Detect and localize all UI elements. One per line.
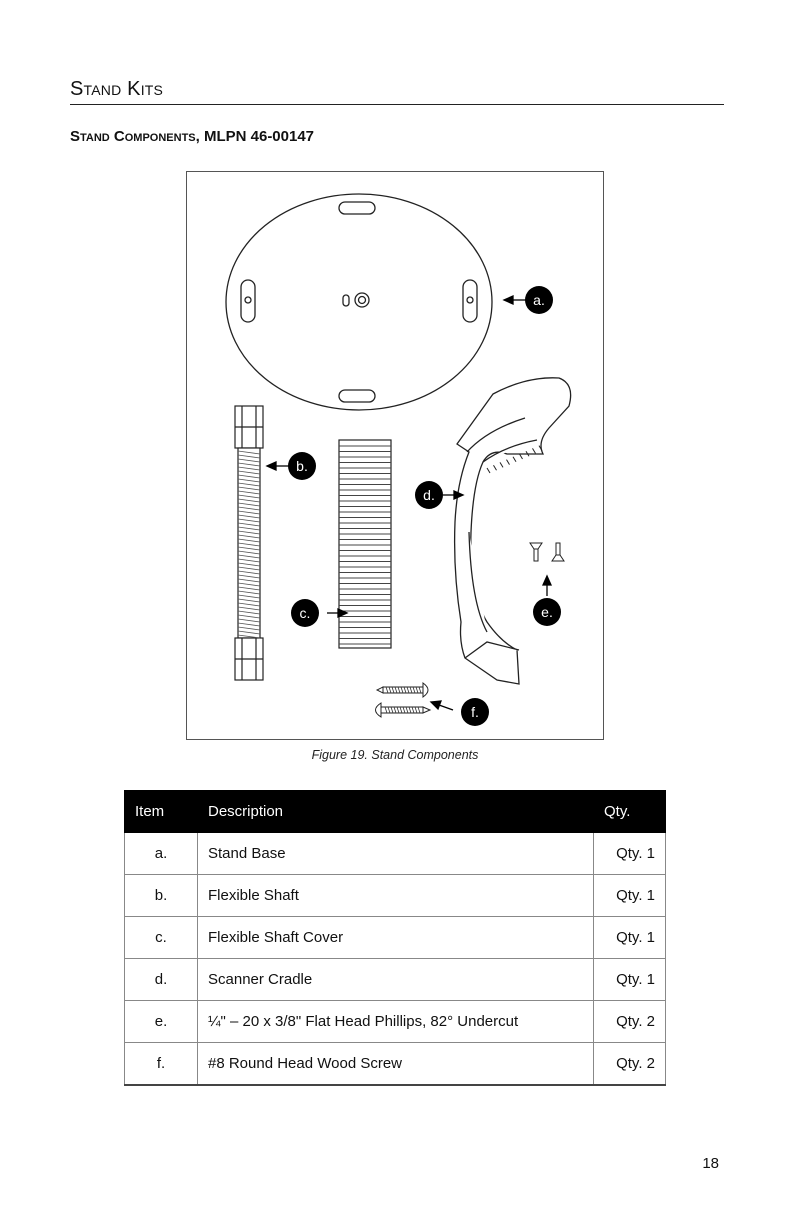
row-item: f. xyxy=(124,1042,198,1086)
table-header-row: Item Description Qty. xyxy=(124,790,666,833)
table-row: d. Scanner Cradle Qty. 1 xyxy=(124,958,666,1001)
row-qty: Qty. 1 xyxy=(593,832,666,875)
callout-a-label: a. xyxy=(533,292,545,308)
shaft-coils xyxy=(237,450,261,639)
callout-c-label: c. xyxy=(300,605,311,621)
callout-b: b. xyxy=(288,452,316,480)
callout-d: d. xyxy=(415,481,443,509)
row-description: ¼" – 20 x 3/8" Flat Head Phillips, 82° U… xyxy=(197,1000,594,1043)
row-item: c. xyxy=(124,916,198,959)
header-description: Description xyxy=(197,790,594,833)
callout-d-label: d. xyxy=(423,487,435,503)
callout-e-label: e. xyxy=(541,604,553,620)
row-qty: Qty. 2 xyxy=(593,1042,666,1086)
parts-table: Item Description Qty. a. Stand Base Qty.… xyxy=(124,790,666,1086)
subsection-title: Stand Components, MLPN 46-00147 xyxy=(70,128,315,145)
page-number: 18 xyxy=(702,1155,719,1172)
row-item: b. xyxy=(124,874,198,917)
table-row: f. #8 Round Head Wood Screw Qty. 2 xyxy=(124,1042,666,1086)
callout-f: f. xyxy=(461,698,489,726)
scanner-cradle-illustration xyxy=(453,377,572,685)
wood-screws-illustration xyxy=(375,682,432,718)
callout-e: e. xyxy=(533,598,561,626)
callout-a: a. xyxy=(525,286,553,314)
row-description: Scanner Cradle xyxy=(197,958,594,1001)
header-qty: Qty. xyxy=(593,790,666,833)
table-row: e. ¼" – 20 x 3/8" Flat Head Phillips, 82… xyxy=(124,1000,666,1043)
stand-components-figure: a. b. c. d. e. f. xyxy=(186,171,604,740)
row-qty: Qty. 1 xyxy=(593,874,666,917)
row-qty: Qty. 1 xyxy=(593,916,666,959)
row-item: d. xyxy=(124,958,198,1001)
row-item: a. xyxy=(124,832,198,875)
table-row: c. Flexible Shaft Cover Qty. 1 xyxy=(124,916,666,959)
figure-caption: Figure 19. Stand Components xyxy=(311,748,479,762)
shaft-cover-ribs xyxy=(339,445,391,645)
flat-head-screws-illustration xyxy=(529,542,565,562)
table-row: a. Stand Base Qty. 1 xyxy=(124,832,666,875)
callout-f-label: f. xyxy=(471,704,479,720)
table-row: b. Flexible Shaft Qty. 1 xyxy=(124,874,666,917)
wood-screw-threads xyxy=(384,686,422,714)
callout-b-label: b. xyxy=(296,458,308,474)
row-description: Flexible Shaft Cover xyxy=(197,916,594,959)
row-qty: Qty. 1 xyxy=(593,958,666,1001)
stand-base-illustration xyxy=(225,193,493,411)
row-description: Stand Base xyxy=(197,832,594,875)
cradle-teeth xyxy=(486,445,543,474)
leader-arrows xyxy=(265,294,553,711)
row-item: e. xyxy=(124,1000,198,1043)
header-item: Item xyxy=(124,790,198,833)
row-qty: Qty. 2 xyxy=(593,1000,666,1043)
row-description: Flexible Shaft xyxy=(197,874,594,917)
row-description: #8 Round Head Wood Screw xyxy=(197,1042,594,1086)
callout-c: c. xyxy=(291,599,319,627)
section-title: Stand Kits xyxy=(70,78,724,105)
